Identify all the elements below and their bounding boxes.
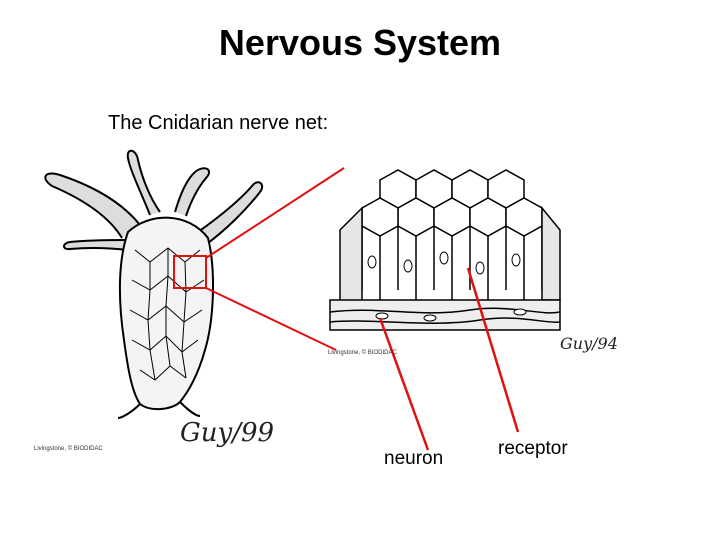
- slide-subtitle: The Cnidarian nerve net:: [108, 112, 329, 134]
- epithelium-nuclei: [367, 251, 527, 322]
- hydra-nerve-net: [129, 247, 205, 381]
- receptor-label: receptor: [498, 438, 568, 459]
- image-credit-right: Livingstone, © BIODIDAC: [328, 350, 397, 356]
- slide-title: Nervous System: [218, 22, 502, 63]
- epithelium-closeup: [329, 169, 561, 331]
- illustrator-signature-left: Guy/99: [180, 418, 275, 448]
- zoom-region-box: [173, 255, 207, 289]
- neuron-pointer-line: [378, 317, 430, 451]
- zoom-line-bottom: [205, 287, 337, 351]
- neuron-label: neuron: [384, 448, 444, 469]
- receptor-pointer-line: [466, 267, 520, 433]
- image-credit-left: Livingstone, © BIODIDAC: [34, 446, 103, 452]
- zoom-line-top: [205, 167, 345, 259]
- illustrator-signature-right: Guy/94: [560, 334, 618, 353]
- hydra-drawing: [44, 149, 264, 419]
